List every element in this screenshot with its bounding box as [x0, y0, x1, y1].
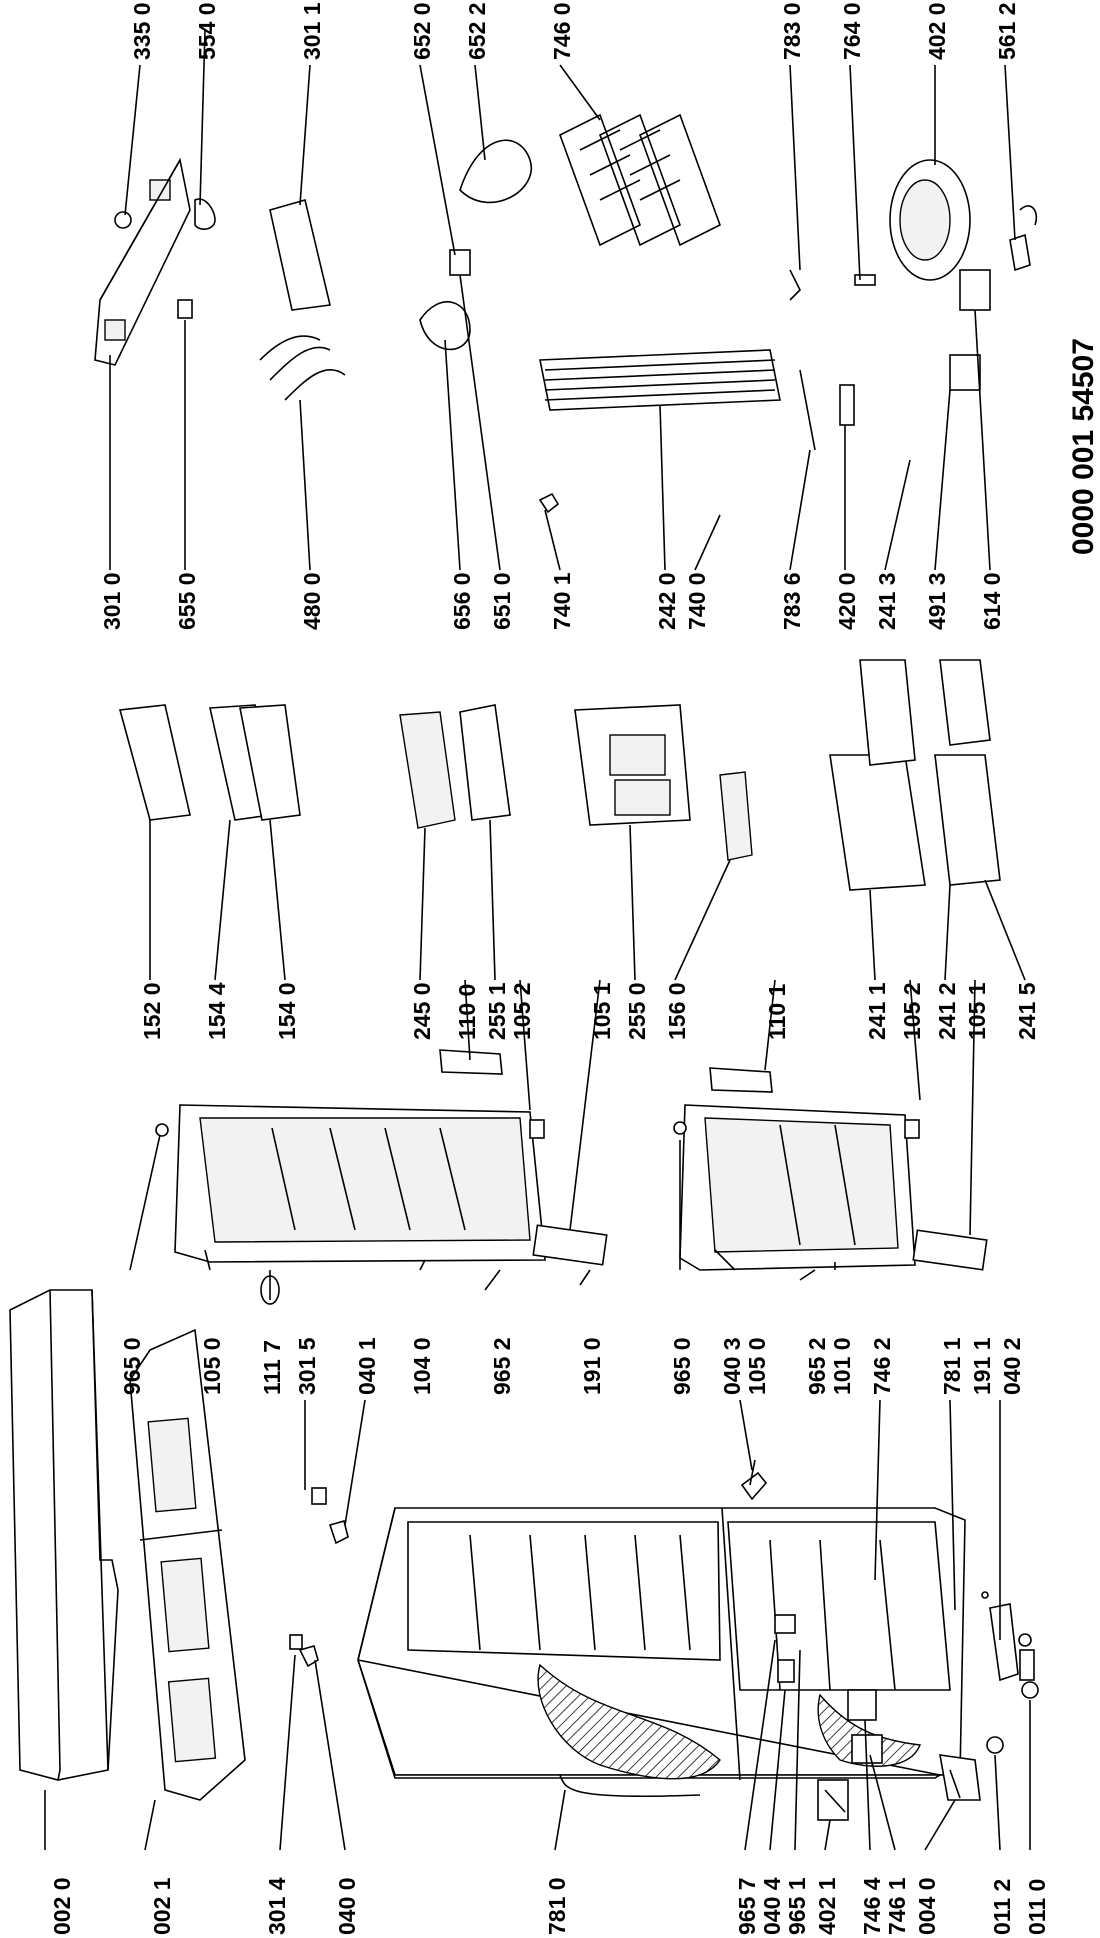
part-label: 002 0: [49, 1877, 75, 1935]
part-label: 746 2: [869, 1337, 895, 1395]
part-label: 040 1: [354, 1337, 380, 1395]
part-label: 004 0: [914, 1877, 940, 1935]
part-label: 965 2: [804, 1337, 830, 1395]
part-compressor: [889, 159, 1038, 391]
part-label: 105 2: [509, 982, 535, 1040]
part-label: 040 4: [759, 1877, 785, 1935]
drawing-number: 0000 001 54507: [1067, 338, 1100, 555]
part-label: 651 0: [489, 572, 515, 630]
part-shelf-frame: [129, 1328, 246, 1801]
part-ice-tray: [574, 704, 753, 861]
part-label: 420 0: [834, 572, 860, 630]
part-clips-left: [289, 1487, 349, 1668]
part-label: 965 2: [489, 1337, 515, 1395]
part-label: 783 0: [779, 2, 805, 60]
part-label: 191 1: [969, 1337, 995, 1395]
part-label: 740 1: [549, 572, 575, 630]
part-label: 154 4: [204, 982, 230, 1040]
part-label: 110 0: [454, 984, 480, 1040]
part-label: 002 1: [149, 1877, 175, 1935]
leader-lines: [44, 29, 1031, 1851]
part-cabinet-body: [357, 1507, 981, 1801]
part-drain-hose: [559, 1774, 701, 1798]
part-label: 101 0: [829, 1337, 855, 1395]
part-label: 011 2: [989, 1879, 1015, 1935]
part-label: 656 0: [449, 572, 475, 630]
part-label: 241 1: [864, 982, 890, 1040]
part-label: 105 2: [899, 982, 925, 1040]
part-cabinet-hardware: [774, 1614, 1039, 1821]
part-labels: 002 0 002 1 301 4 040 0 781 0 965 7 040 …: [49, 2, 1050, 1935]
part-label: 152 0: [139, 982, 165, 1040]
part-door-shelves: [399, 704, 511, 829]
part-label: 335 0: [129, 2, 155, 60]
part-label: 740 0: [684, 572, 710, 630]
part-label: 965 7: [734, 1877, 760, 1935]
part-label: 491 3: [924, 572, 950, 630]
part-label: 105 0: [199, 1337, 225, 1395]
part-label: 156 0: [664, 982, 690, 1040]
part-hinges: [740, 1459, 1032, 1682]
part-label: 105 0: [744, 1337, 770, 1395]
part-label: 561 2: [994, 2, 1020, 60]
part-label: 746 0: [549, 2, 575, 60]
part-label: 241 5: [1014, 982, 1040, 1040]
part-label: 652 2: [464, 2, 490, 60]
part-label: 111 7: [259, 1340, 285, 1395]
part-label: 783 6: [779, 572, 805, 630]
part-label: 301 4: [264, 1877, 290, 1935]
part-label: 242 0: [654, 572, 680, 630]
part-freezer-door: [155, 1049, 608, 1305]
part-label: 191 0: [579, 1337, 605, 1395]
part-label: 965 0: [669, 1337, 695, 1395]
part-label: 746 1: [884, 1877, 910, 1935]
part-label: 965 1: [784, 1877, 810, 1935]
part-label: 965 0: [119, 1337, 145, 1395]
part-label: 655 0: [174, 572, 200, 630]
part-label: 255 0: [624, 982, 650, 1040]
part-label: 402 1: [814, 1877, 840, 1935]
part-label: 301 5: [294, 1337, 320, 1395]
part-control-housing: [94, 157, 191, 366]
part-crisper-drawers: [829, 659, 1001, 891]
part-label: 241 3: [874, 572, 900, 630]
part-label: 301 1: [299, 2, 325, 60]
part-label: 105 1: [964, 982, 990, 1040]
part-label: 764 0: [839, 2, 865, 60]
part-lamp-parts: [114, 198, 346, 401]
part-fridge-door: [673, 1067, 988, 1271]
part-label: 040 2: [999, 1337, 1025, 1395]
part-label: 011 0: [1024, 1879, 1050, 1935]
part-thermostat: [419, 139, 533, 351]
part-shelf-cover: [9, 1289, 119, 1781]
part-label: 301 0: [99, 572, 125, 630]
part-label: 245 0: [409, 982, 435, 1040]
part-label: 554 0: [194, 2, 220, 60]
part-label: 781 1: [939, 1337, 965, 1395]
part-door-bins: [118, 704, 301, 821]
part-label: 104 0: [409, 1337, 435, 1395]
part-label: 105 1: [589, 982, 615, 1040]
part-label: 781 0: [544, 1877, 570, 1935]
part-condenser: [538, 349, 781, 514]
part-label: 480 0: [299, 572, 325, 630]
part-label: 040 0: [334, 1877, 360, 1935]
part-label: 040 3: [719, 1337, 745, 1395]
part-misc-tubing: [789, 269, 876, 451]
part-label: 110 1: [764, 984, 790, 1040]
part-label: 255 1: [484, 982, 510, 1040]
part-label: 402 0: [924, 2, 950, 60]
part-label: 652 0: [409, 2, 435, 60]
part-label: 614 0: [979, 572, 1005, 630]
part-label: 154 0: [274, 982, 300, 1040]
part-evaporator: [559, 113, 721, 247]
part-label: 241 2: [934, 982, 960, 1040]
part-label: 746 4: [859, 1877, 885, 1935]
